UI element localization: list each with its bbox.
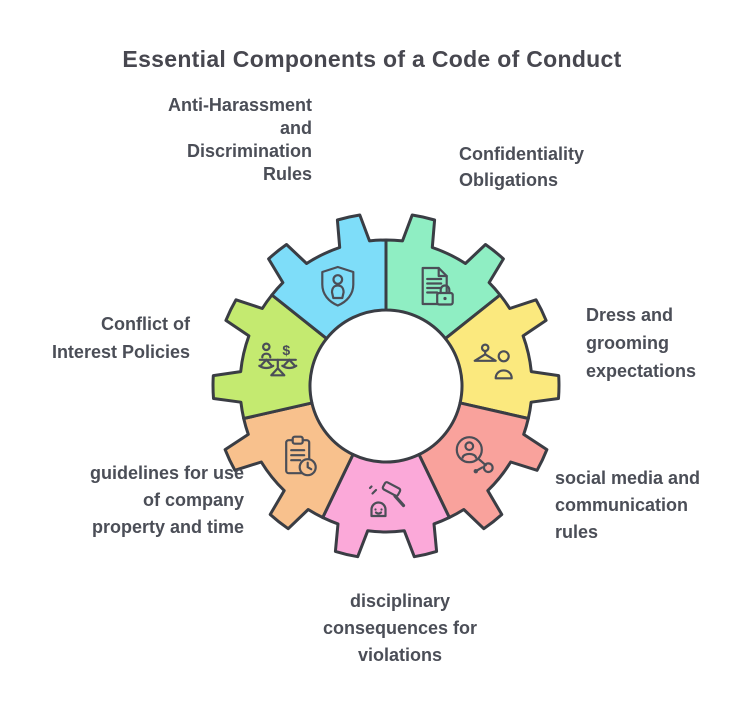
label-line: grooming [586, 333, 669, 353]
label-line: and [279, 118, 312, 138]
svg-text:$: $ [282, 342, 290, 358]
gear-segment-company-property [223, 401, 355, 531]
label-line: Dress and [586, 305, 674, 325]
label-line: consequences for [322, 618, 478, 638]
label-line: Discrimination [186, 141, 312, 161]
label-line: violations [357, 645, 442, 665]
label-company-property: guidelines for use of company property and… [90, 460, 244, 541]
label-conflict-of-interest: Conflict of Interest Policies [52, 310, 190, 366]
label-line: communication [555, 495, 689, 515]
label-line: guidelines for use [89, 463, 244, 483]
label-line: Obligations [459, 170, 558, 190]
label-line: rules [555, 522, 599, 542]
label-social-media: social media and communication rules [555, 465, 700, 546]
label-line: Interest Policies [51, 342, 190, 362]
label-line: disciplinary [349, 591, 451, 611]
label-disciplinary: disciplinary consequences for violations [317, 588, 483, 669]
label-line: of company [142, 490, 244, 510]
label-line: social media and [555, 468, 701, 488]
document-lock-icon [421, 266, 454, 306]
label-line: Confidentiality [459, 144, 584, 164]
gear-segment-dress-and-grooming [443, 293, 561, 420]
diagram-title: Essential Components of a Code of Conduc… [122, 46, 622, 72]
shield-person-icon [321, 265, 355, 307]
label-line: Conflict of [101, 314, 190, 334]
person-share-icon [455, 436, 494, 474]
label-dress-grooming: Dress and grooming expectations [586, 301, 696, 385]
gear-segment-disciplinary [321, 453, 451, 559]
label-line: Anti-Harassment [167, 95, 312, 115]
clipboard-clock-icon [285, 435, 317, 477]
hanger-person-icon [473, 343, 513, 380]
label-line: Rules [262, 164, 312, 184]
gavel-ghost-icon [368, 481, 406, 518]
gear-segment-social-media [417, 401, 549, 531]
scale-person-dollar-icon: $ [258, 342, 298, 377]
label-line: property and time [91, 517, 244, 537]
gear-segment-anti-harassment [267, 213, 388, 341]
label-line: expectations [586, 361, 697, 381]
